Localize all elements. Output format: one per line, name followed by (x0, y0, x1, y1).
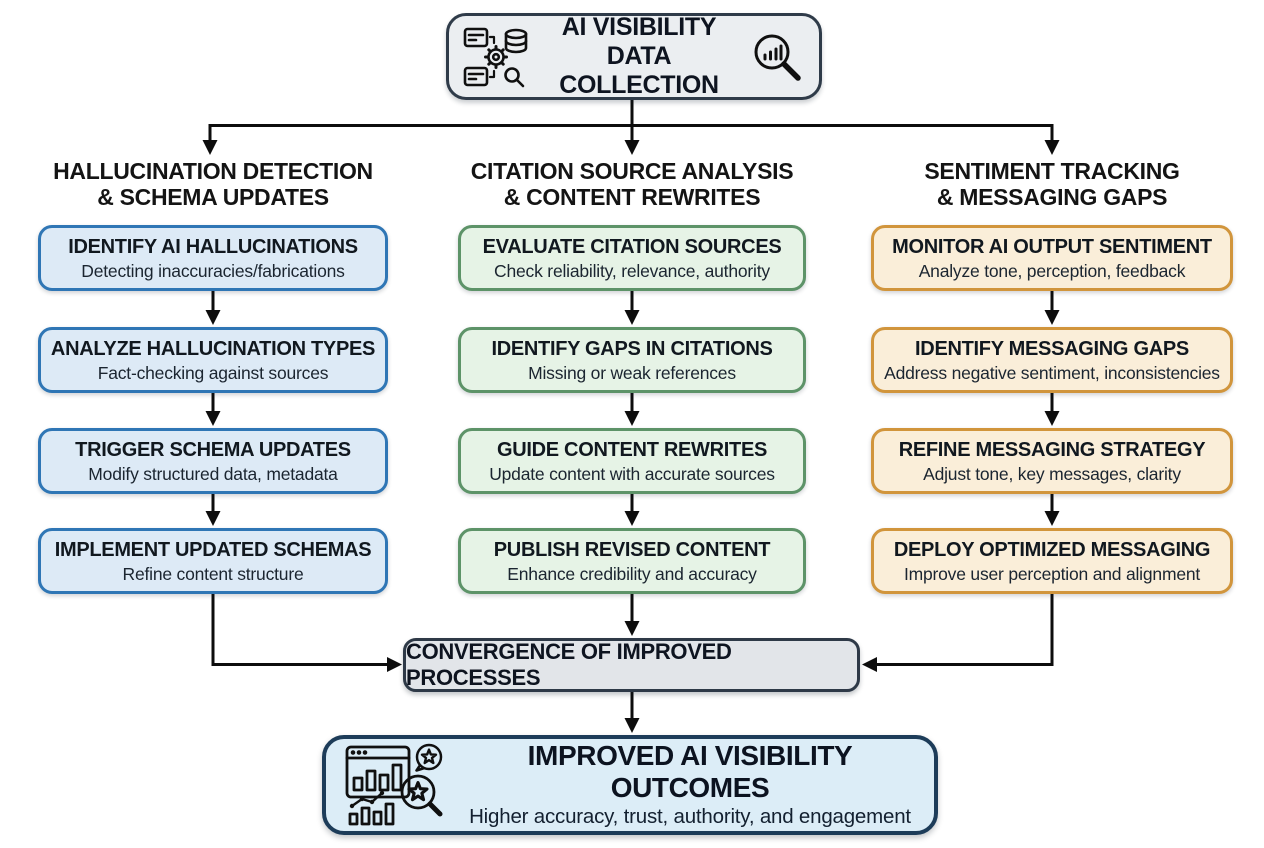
top-title: AI VISIBILITY DATA COLLECTION (543, 13, 735, 100)
step-title: ANALYZE HALLUCINATION TYPES (50, 337, 376, 360)
column-header-line: SENTIMENT TRACKING (924, 158, 1180, 184)
step-subtitle: Adjust tone, key messages, clarity (923, 463, 1181, 484)
step-subtitle: Fact-checking against sources (97, 362, 329, 383)
step-subtitle: Refine content structure (122, 563, 304, 584)
column-header-hallucination-detection: HALLUCINATION DETECTION & SCHEMA UPDATES (3, 158, 423, 210)
data-pipeline-icon (463, 27, 528, 87)
step-subtitle: Modify structured data, metadata (88, 463, 338, 484)
outcome-subtitle: Higher accuracy, trust, authority, and e… (469, 805, 911, 828)
step-identify-messaging-gaps: IDENTIFY MESSAGING GAPS Address negative… (871, 327, 1233, 393)
step-title: REFINE MESSAGING STRATEGY (898, 438, 1206, 461)
magnifier-chart-icon (754, 34, 801, 81)
step-title: DEPLOY OPTIMIZED MESSAGING (893, 538, 1211, 561)
top-title-line2: DATA COLLECTION (559, 42, 719, 99)
top-box-ai-visibility-data-collection: AI VISIBILITY DATA COLLECTION (446, 13, 822, 100)
step-title: MONITOR AI OUTPUT SENTIMENT (892, 235, 1212, 258)
step-subtitle: Update content with accurate sources (489, 463, 775, 484)
step-title: EVALUATE CITATION SOURCES (482, 235, 782, 258)
outcome-box: IMPROVED AI VISIBILITY OUTCOMES Higher a… (322, 735, 938, 835)
step-implement-updated-schemas: IMPLEMENT UPDATED SCHEMAS Refine content… (38, 528, 388, 594)
step-title: GUIDE CONTENT REWRITES (496, 438, 768, 461)
column-header-line: & MESSAGING GAPS (936, 184, 1168, 210)
top-title-line1: AI VISIBILITY (561, 13, 717, 41)
step-title: PUBLISH REVISED CONTENT (493, 538, 771, 561)
step-title: IDENTIFY GAPS IN CITATIONS (491, 337, 773, 360)
convergence-label: CONVERGENCE OF IMPROVED PROCESSES (406, 639, 732, 690)
step-evaluate-citation-sources: EVALUATE CITATION SOURCES Check reliabil… (458, 225, 806, 291)
step-guide-content-rewrites: GUIDE CONTENT REWRITES Update content wi… (458, 428, 806, 494)
outcome-title: IMPROVED AI VISIBILITY OUTCOMES (527, 740, 853, 803)
step-publish-revised-content: PUBLISH REVISED CONTENT Enhance credibil… (458, 528, 806, 594)
convergence-box: CONVERGENCE OF IMPROVED PROCESSES (403, 638, 860, 692)
step-trigger-schema-updates: TRIGGER SCHEMA UPDATES Modify structured… (38, 428, 388, 494)
step-title: IMPLEMENT UPDATED SCHEMAS (54, 538, 372, 561)
step-subtitle: Analyze tone, perception, feedback (918, 260, 1186, 281)
step-subtitle: Check reliability, relevance, authority (494, 260, 770, 281)
step-deploy-optimized-messaging: DEPLOY OPTIMIZED MESSAGING Improve user … (871, 528, 1233, 594)
column-header-line: & CONTENT REWRITES (503, 184, 761, 210)
column-header-line: & SCHEMA UPDATES (97, 184, 329, 210)
step-subtitle: Missing or weak references (528, 362, 736, 383)
step-identify-ai-hallucinations: IDENTIFY AI HALLUCINATIONS Detecting ina… (38, 225, 388, 291)
column-header-citation-analysis: CITATION SOURCE ANALYSIS & CONTENT REWRI… (422, 158, 842, 210)
step-identify-gaps-in-citations: IDENTIFY GAPS IN CITATIONS Missing or we… (458, 327, 806, 393)
outcome-text: IMPROVED AI VISIBILITY OUTCOMES Higher a… (462, 740, 918, 830)
step-title: TRIGGER SCHEMA UPDATES (75, 438, 351, 461)
step-subtitle: Address negative sentiment, inconsistenc… (884, 362, 1220, 383)
step-title: IDENTIFY AI HALLUCINATIONS (68, 235, 358, 258)
column-header-line: HALLUCINATION DETECTION (53, 158, 373, 184)
step-refine-messaging-strategy: REFINE MESSAGING STRATEGY Adjust tone, k… (871, 428, 1233, 494)
column-header-line: CITATION SOURCE ANALYSIS (470, 158, 794, 184)
column-header-sentiment-tracking: SENTIMENT TRACKING & MESSAGING GAPS (842, 158, 1262, 210)
step-title: IDENTIFY MESSAGING GAPS (915, 337, 1189, 360)
step-analyze-hallucination-types: ANALYZE HALLUCINATION TYPES Fact-checkin… (38, 327, 388, 393)
analytics-awards-icon (345, 743, 443, 826)
step-monitor-ai-output-sentiment: MONITOR AI OUTPUT SENTIMENT Analyze tone… (871, 225, 1233, 291)
step-subtitle: Enhance credibility and accuracy (507, 563, 757, 584)
step-subtitle: Improve user perception and alignment (903, 563, 1201, 584)
step-subtitle: Detecting inaccuracies/fabrications (81, 260, 345, 281)
